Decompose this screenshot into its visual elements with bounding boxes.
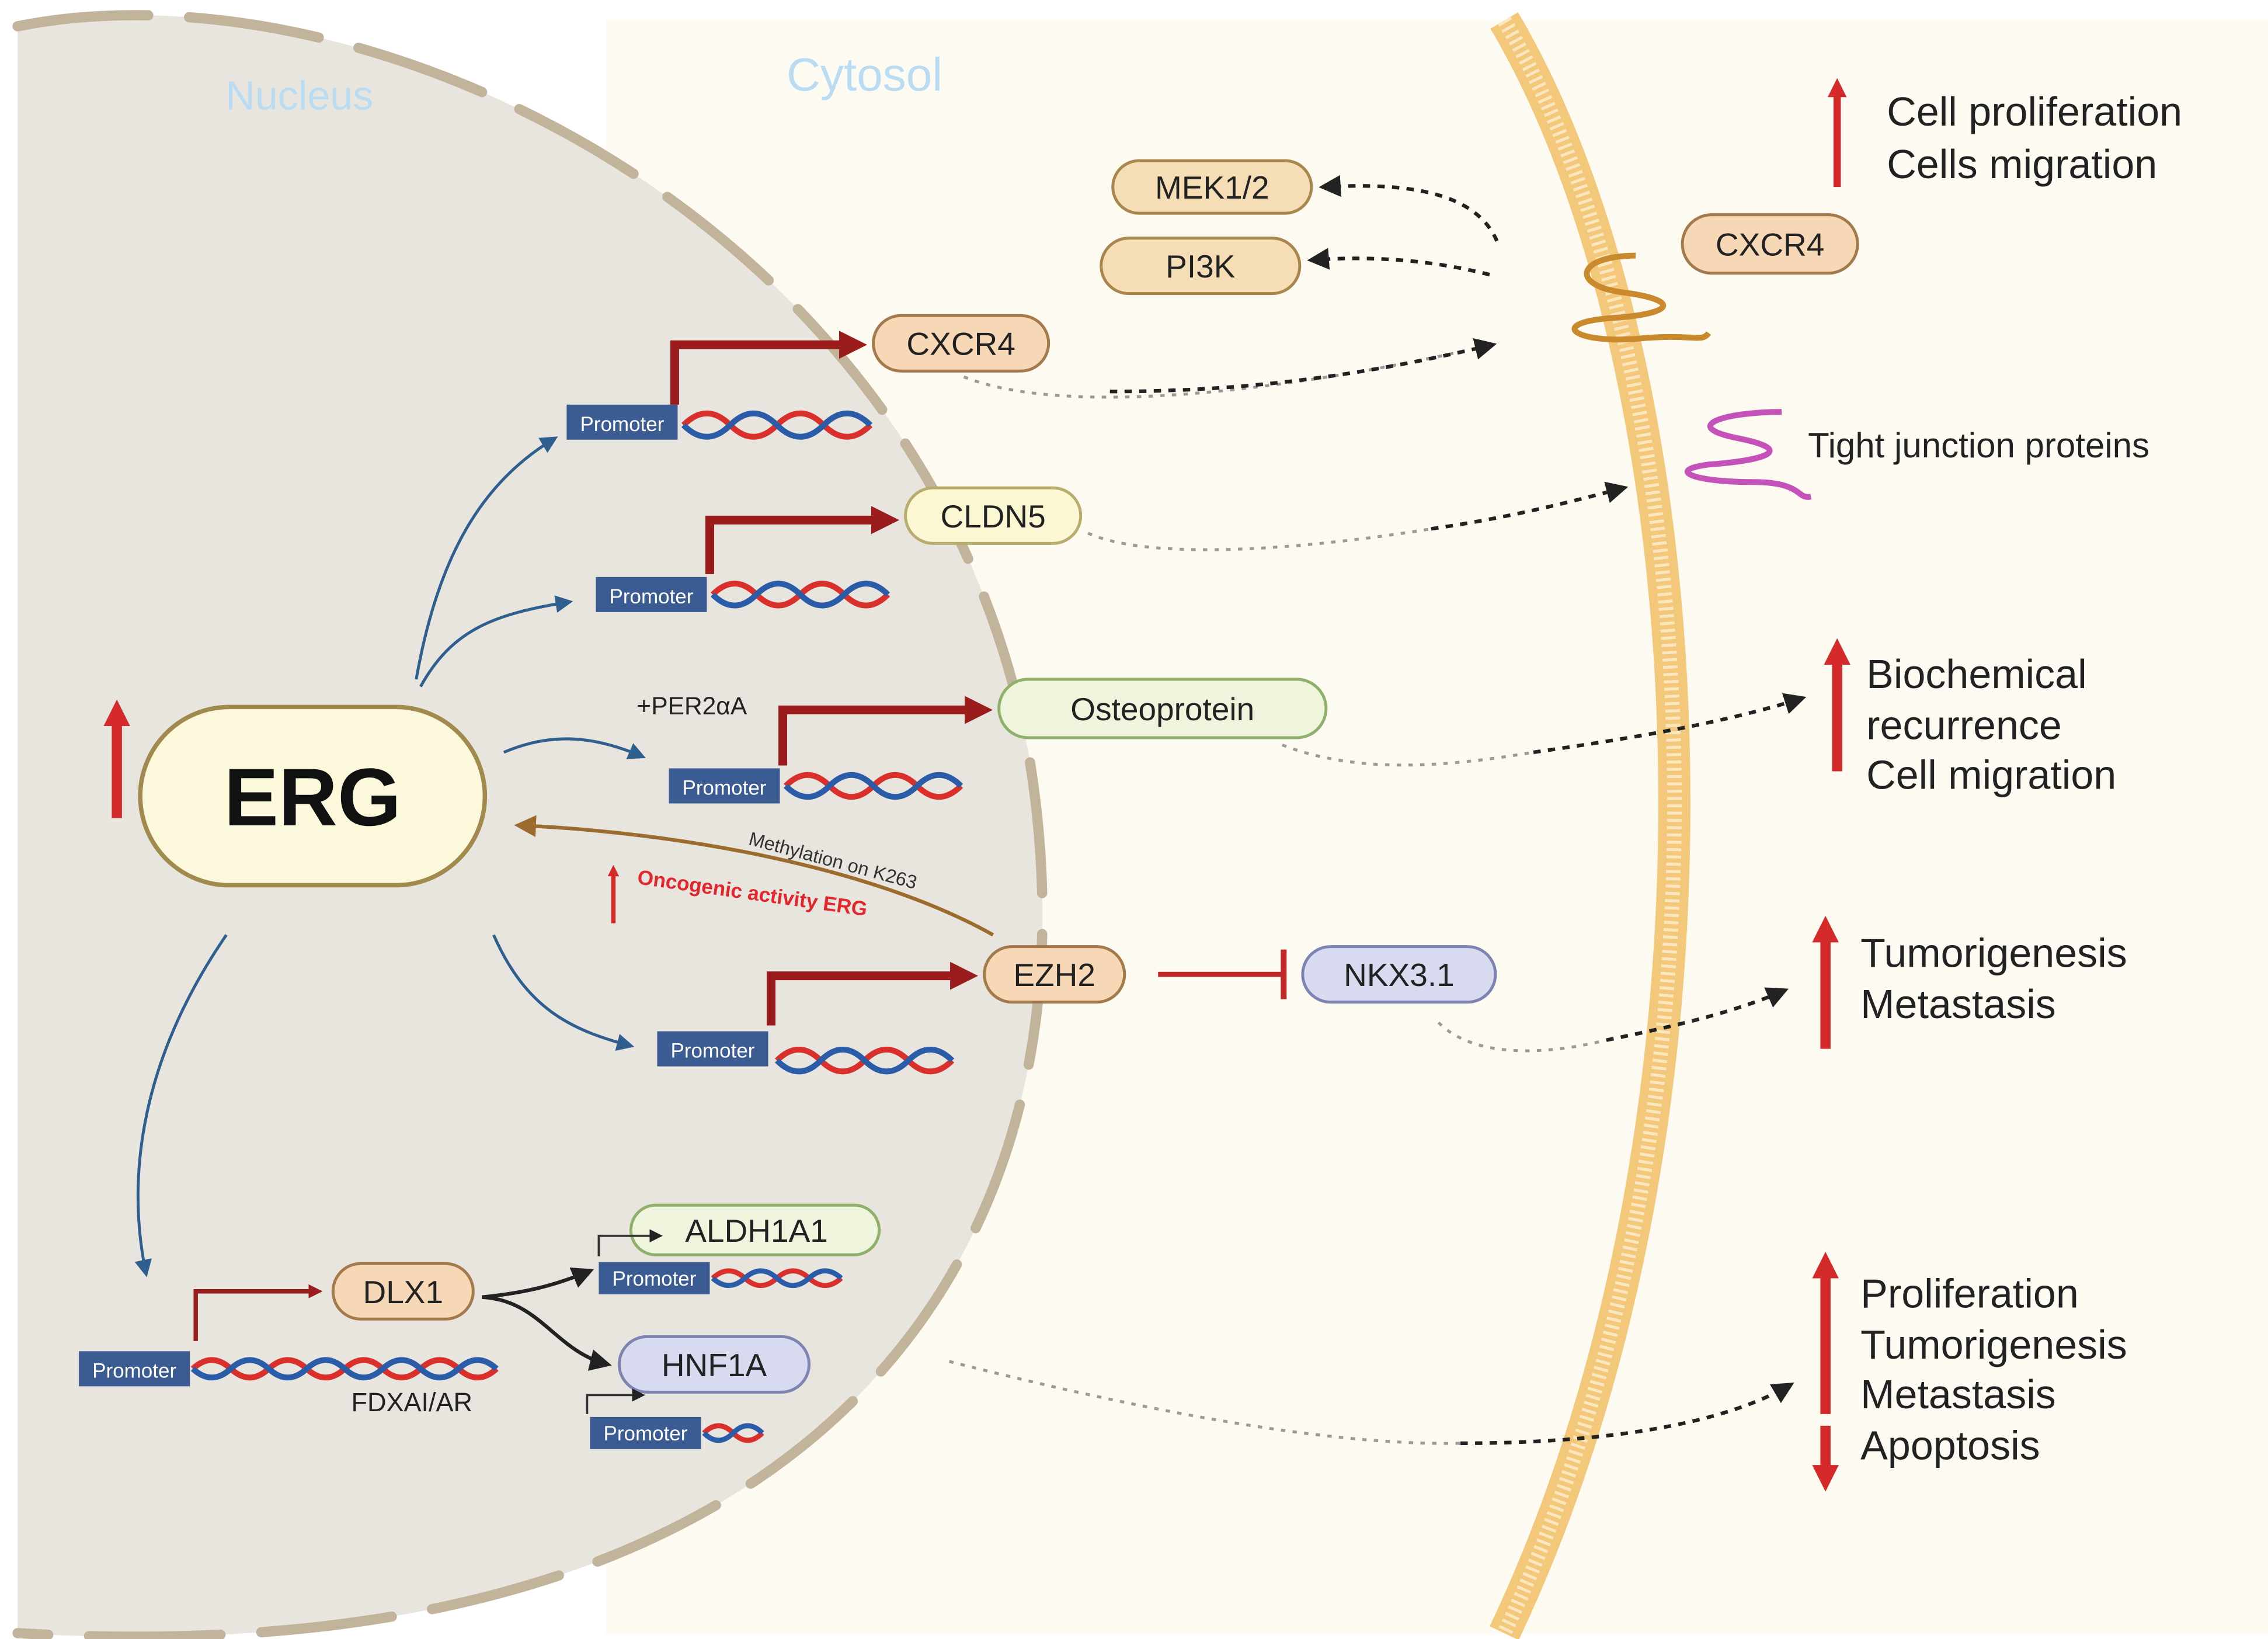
dna-helix-hnf1a bbox=[702, 1423, 764, 1443]
aldh1a1-node bbox=[629, 1203, 881, 1256]
mek-node bbox=[1111, 159, 1313, 215]
aldh1a1-label: ALDH1A1 bbox=[685, 1213, 828, 1249]
outcome3-line1: Tumorigenesis bbox=[1860, 930, 2127, 976]
per2-annotation: +PER2αA bbox=[636, 693, 747, 720]
promoter-label-cxcr4: Promoter bbox=[580, 413, 664, 436]
promoter-box-cxcr4 bbox=[566, 404, 678, 440]
tight-junction-label: Tight junction proteins bbox=[1808, 426, 2149, 465]
ezh2-to-erg-methylation-arrow bbox=[514, 815, 994, 937]
dna-helix-cldn5 bbox=[710, 581, 890, 609]
dna-helix-aldh1a1 bbox=[711, 1268, 843, 1289]
outcome4-line1: Proliferation bbox=[1860, 1270, 2079, 1316]
promoter-box-osteoprotein bbox=[669, 768, 780, 804]
cxcr4-receptor-icon bbox=[1571, 252, 1712, 343]
outcome4-line4: Apoptosis bbox=[1860, 1422, 2040, 1468]
promoter-box-ezh2 bbox=[657, 1031, 768, 1067]
erg-label: ERG bbox=[224, 751, 401, 843]
outcome1-line1: Cell proliferation bbox=[1887, 89, 2182, 134]
cldn5-gene-label: CLDN5 bbox=[940, 498, 1045, 534]
ezh2-label: EZH2 bbox=[1013, 957, 1095, 993]
outcome3-line2: Metastasis bbox=[1860, 981, 2056, 1027]
promoter-box-aldh1a1 bbox=[599, 1262, 710, 1294]
promoter-label-dlx1: Promoter bbox=[92, 1359, 176, 1382]
pi3k-node bbox=[1100, 237, 1302, 296]
hnf1a-label: HNF1A bbox=[662, 1347, 767, 1383]
erg-node bbox=[138, 704, 488, 888]
nkx31-export-arrow bbox=[1606, 987, 1789, 1042]
outcome4-line3: Metastasis bbox=[1860, 1371, 2056, 1417]
cxcr4-to-pi3k-arrow bbox=[1307, 248, 1490, 277]
mek-label: MEK1/2 bbox=[1155, 169, 1269, 206]
transcription-arrow-dlx1 bbox=[193, 1284, 323, 1341]
dna-helix-cxcr4 bbox=[681, 410, 873, 440]
dna-helix-dlx1 bbox=[190, 1357, 499, 1381]
outcome2-line3: Cell migration bbox=[1866, 752, 2116, 797]
promoter-label-ezh2: Promoter bbox=[671, 1040, 755, 1062]
cxcr4-gene-node bbox=[872, 314, 1050, 373]
nkx31-label: NKX3.1 bbox=[1344, 957, 1455, 993]
tight-junction-protein-icon bbox=[1685, 409, 1812, 500]
cxcr4-receptor-node bbox=[1681, 213, 1859, 275]
dna-helix-ezh2 bbox=[774, 1046, 955, 1075]
erg-to-ezh2-arrow bbox=[492, 934, 635, 1051]
promoter-box-hnf1a bbox=[590, 1416, 701, 1449]
cxcr4-export-arrow bbox=[1109, 338, 1497, 394]
nuclear-envelope bbox=[12, 10, 1048, 1639]
dlx1-to-hnf1a-arrow bbox=[482, 1295, 612, 1371]
dlx1-export-arrow-light bbox=[949, 1360, 1460, 1445]
ezh2-node bbox=[983, 945, 1126, 1004]
erg-to-dlx1-arrow bbox=[134, 934, 228, 1277]
promoter-box-dlx1 bbox=[79, 1351, 190, 1387]
cxcr4-receptor-label: CXCR4 bbox=[1716, 227, 1824, 263]
cell-membrane-inner bbox=[1497, 16, 1682, 1637]
dlx1-to-aldh1a1-arrow bbox=[482, 1267, 594, 1299]
cldn5-export-arrow-light bbox=[1087, 527, 1432, 551]
erg-to-cldn5-arrow bbox=[419, 595, 573, 687]
hnf1a-node bbox=[617, 1335, 811, 1394]
dlx1-export-arrow bbox=[1460, 1383, 1794, 1446]
fdxai-annotation: FDXAI/AR bbox=[352, 1387, 473, 1417]
osteoprotein-label: Osteoprotein bbox=[1070, 691, 1254, 727]
erg-to-cxcr4-arrow bbox=[415, 436, 558, 680]
cldn5-export-arrow bbox=[1431, 481, 1629, 531]
transcription-arrow-osteoprotein bbox=[778, 696, 993, 766]
transcription-arrow-ezh2 bbox=[767, 961, 979, 1026]
dlx1-label: DLX1 bbox=[363, 1274, 444, 1310]
cldn5-gene-node bbox=[904, 486, 1083, 545]
promoter-label-aldh1a1: Promoter bbox=[612, 1268, 696, 1290]
promoter-box-cldn5 bbox=[596, 577, 707, 612]
transcription-arrow-hnf1a bbox=[586, 1388, 645, 1414]
outcome4-line2: Tumorigenesis bbox=[1860, 1322, 2127, 1367]
promoter-label-cldn5: Promoter bbox=[609, 585, 693, 608]
nkx31-export-arrow-light bbox=[1437, 1021, 1607, 1053]
dlx1-node bbox=[331, 1262, 475, 1321]
outcome2-line1: Biochemical bbox=[1866, 651, 2086, 697]
transcription-arrow-aldh1a1 bbox=[597, 1229, 663, 1256]
transcription-arrow-cxcr4 bbox=[670, 331, 867, 405]
outcome2-line2: recurrence bbox=[1866, 702, 2062, 748]
dna-helix-osteoprotein bbox=[784, 772, 963, 800]
pi3k-label: PI3K bbox=[1166, 248, 1236, 284]
nucleus-label: Nucleus bbox=[225, 73, 373, 119]
cxcr4-to-mek-arrow bbox=[1319, 175, 1499, 242]
transcription-arrow-cldn5 bbox=[705, 506, 900, 574]
cytosol-label: Cytosol bbox=[787, 48, 942, 100]
osteoprotein-node bbox=[997, 678, 1328, 739]
erg-to-osteoprotein-arrow bbox=[503, 737, 646, 759]
promoter-label-osteoprotein: Promoter bbox=[683, 776, 767, 799]
osteoprotein-export-arrow bbox=[1533, 693, 1807, 755]
promoter-label-hnf1a: Promoter bbox=[603, 1422, 687, 1445]
outcome1-line2: Cells migration bbox=[1887, 141, 2157, 187]
cxcr4-gene-label: CXCR4 bbox=[906, 326, 1015, 362]
nkx31-node bbox=[1301, 945, 1497, 1004]
